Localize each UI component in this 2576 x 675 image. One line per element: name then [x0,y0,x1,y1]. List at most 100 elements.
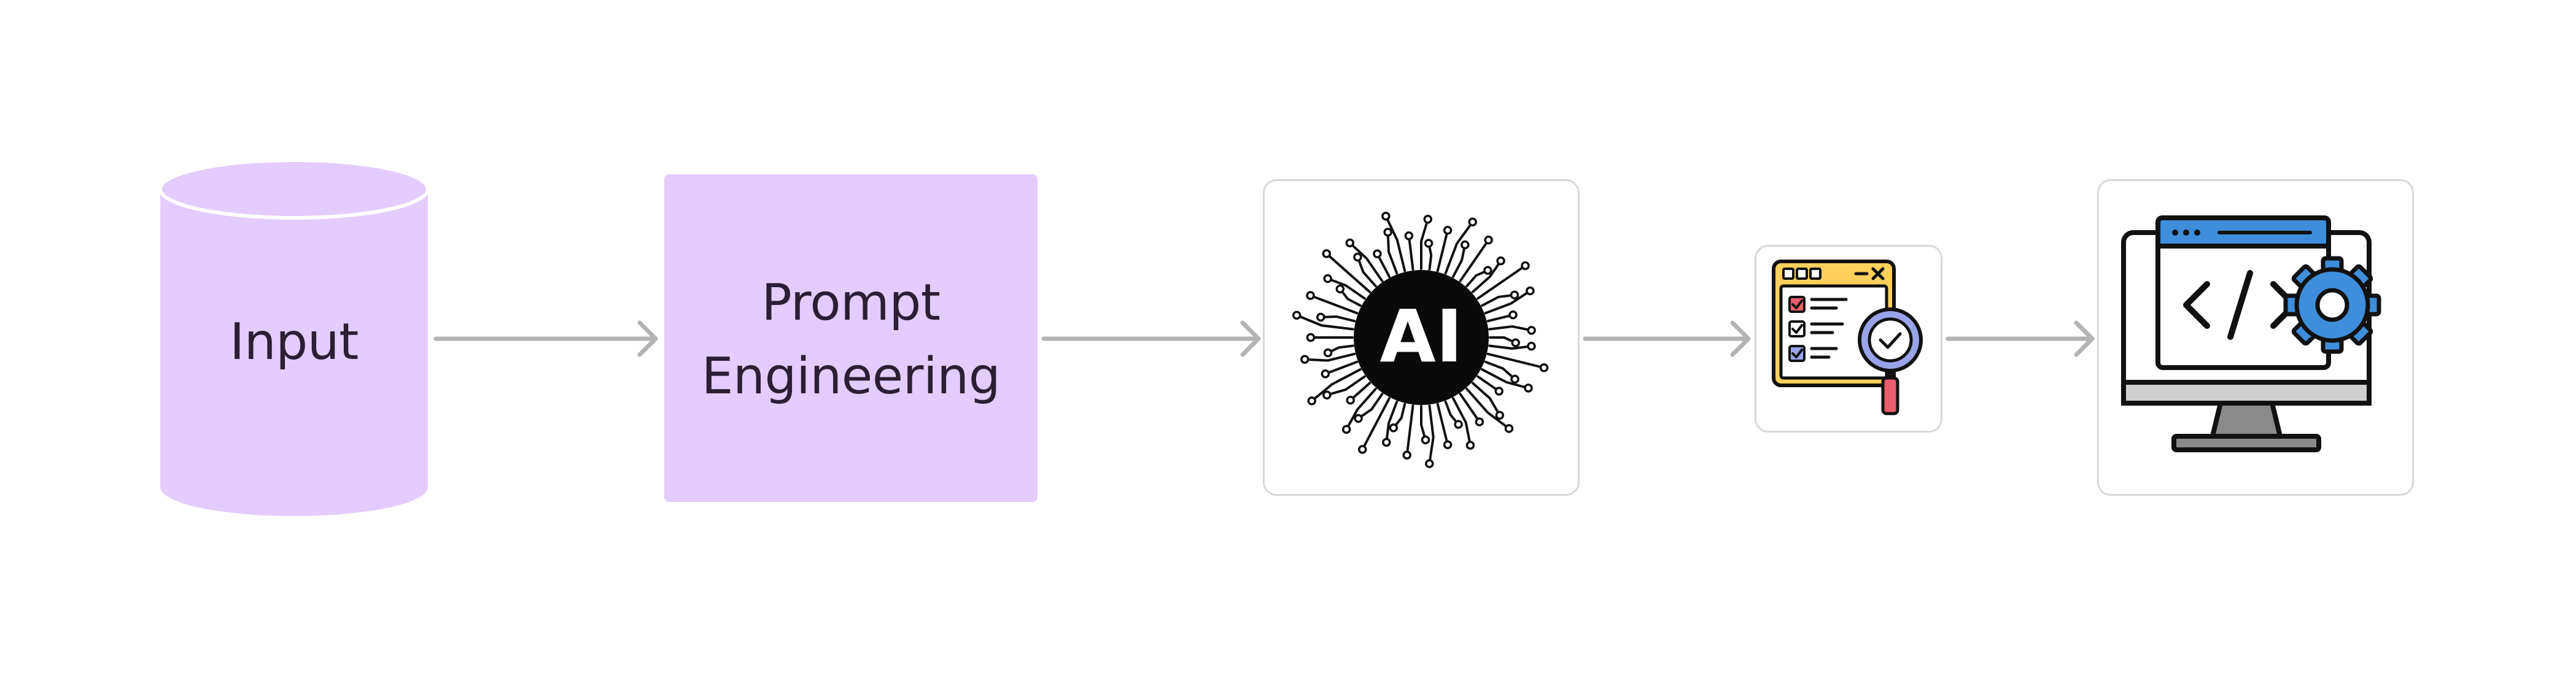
ai-circuit-node [1321,369,1330,379]
ai-model-node[interactable]: AI [1263,179,1580,496]
ai-circuit-node [1496,256,1505,266]
ai-circuit-trace [1465,387,1510,430]
ai-circuit-node [1494,387,1503,396]
ai-circuit-node [1316,312,1325,322]
ai-circuit-node [1454,420,1463,429]
ai-circuit-node [1322,390,1332,400]
code-deployment-node[interactable] [2097,179,2414,496]
prompt-engineering-label: Prompt Engineering [664,266,1038,414]
ai-circuit-node [1421,435,1430,445]
ai-circuit-trace [1481,368,1530,390]
ai-circuit-node [1341,425,1351,434]
ai-circuit-trace [1459,393,1481,423]
ai-circuit-node [1323,274,1332,284]
ai-circuit-trace [1488,344,1533,350]
ai-circuit-trace [1325,252,1371,293]
ai-circuit-node [1323,348,1333,358]
prompt-label-line-2: Engineering [701,347,1001,406]
ai-circuit-node [1527,341,1536,351]
ai-circuit-trace [1471,260,1502,293]
ai-circuit-node [1389,423,1399,433]
ai-circuit-node [1484,235,1493,245]
ai-chip-text: AI [1379,294,1462,379]
ai-circuit-node [1306,333,1316,342]
ai-circuit-node [1322,249,1332,258]
ai-circuit-trace [1471,382,1501,417]
ai-circuit-trace [1484,360,1516,380]
ai-circuit-node [1495,411,1505,420]
ai-circuit-trace [1357,393,1384,420]
input-label: Input [230,313,359,371]
ai-circuit-trace [1325,375,1366,396]
ai-circuit-node [1527,326,1536,335]
arrow-prompt-to-ai [1041,320,1261,357]
ai-circuit-node [1306,291,1315,300]
ai-circuit-node [1508,310,1518,320]
evaluation-node[interactable] [1755,245,1942,433]
ai-circuit-node [1402,450,1411,460]
prompt-engineering-node[interactable]: Prompt Engineering [664,174,1038,502]
ai-circuit-trace [1385,400,1399,444]
ai-circuit-trace [1488,325,1533,332]
ai-circuit-trace [1361,397,1391,451]
ai-circuit-node [1382,438,1391,447]
ai-circuit-node [1346,395,1355,405]
ai-circuit-trace [1356,255,1377,288]
ai-circuit-node [1354,414,1363,423]
ai-circuit-node [1475,417,1484,426]
ai-circuit-node [1423,215,1433,224]
ai-circuit-trace [1452,397,1472,447]
ai-circuit-trace [1452,244,1467,278]
monitor-code-gear-icon [2121,215,2381,452]
ai-circuit-node [1300,355,1309,364]
ai-circuit-node [1358,445,1367,454]
ai-circuit-node [1383,228,1392,237]
ai-chip-icon: AI [1292,211,1549,468]
ai-circuit-trace [1326,277,1366,300]
ai-circuit-node [1292,310,1302,320]
ai-circuit-node [1510,290,1519,300]
ai-circuit-node [1425,459,1434,468]
arrow-ai-to-evaluation [1583,320,1751,357]
checklist-magnifier-icon [1772,260,1923,415]
ai-circuit-trace [1486,352,1546,369]
ai-circuit-node [1510,374,1519,384]
ai-circuit-trace [1481,293,1516,307]
ai-circuit-trace [1348,241,1384,282]
ai-circuit-node [1353,252,1362,262]
database-cylinder-icon [158,158,430,516]
prompt-label-line-1: Prompt [761,274,941,332]
ai-circuit-node [1335,284,1345,294]
ai-circuit-node [1524,384,1533,393]
ai-circuit-trace [1386,231,1399,275]
ai-circuit-node [1404,231,1414,241]
ai-circuit-node [1504,424,1514,433]
arrow-evaluation-to-code [1946,320,2095,357]
ai-circuit-node [1539,363,1549,372]
ai-circuit-trace [1405,404,1414,457]
ai-circuit-node [1381,211,1391,221]
ai-circuit-trace [1436,229,1449,272]
ai-circuit-trace [1428,404,1435,465]
arrow-input-to-prompt [433,320,658,357]
ai-circuit-trace [1310,368,1362,403]
ai-circuit-trace [1436,403,1449,446]
ai-circuit-trace [1319,315,1356,323]
ai-circuit-node [1483,266,1492,275]
ai-circuit-trace [1420,405,1427,441]
ai-circuit-node [1424,239,1433,248]
ai-circuit-node [1461,240,1470,250]
ai-circuit-node [1468,217,1477,227]
ai-circuit-trace [1407,234,1414,271]
ai-circuit-trace [1295,314,1354,331]
ai-circuit-node [1345,238,1355,248]
ai-circuit-node [1443,440,1453,450]
ai-circuit-trace [1309,294,1359,315]
ai-circuit-node [1307,396,1317,406]
ai-circuit-node [1443,225,1453,235]
ai-circuit-trace [1303,352,1356,362]
ai-circuit-trace [1384,215,1406,272]
input-node[interactable]: Input [158,158,430,518]
ai-circuit-trace [1459,239,1490,282]
